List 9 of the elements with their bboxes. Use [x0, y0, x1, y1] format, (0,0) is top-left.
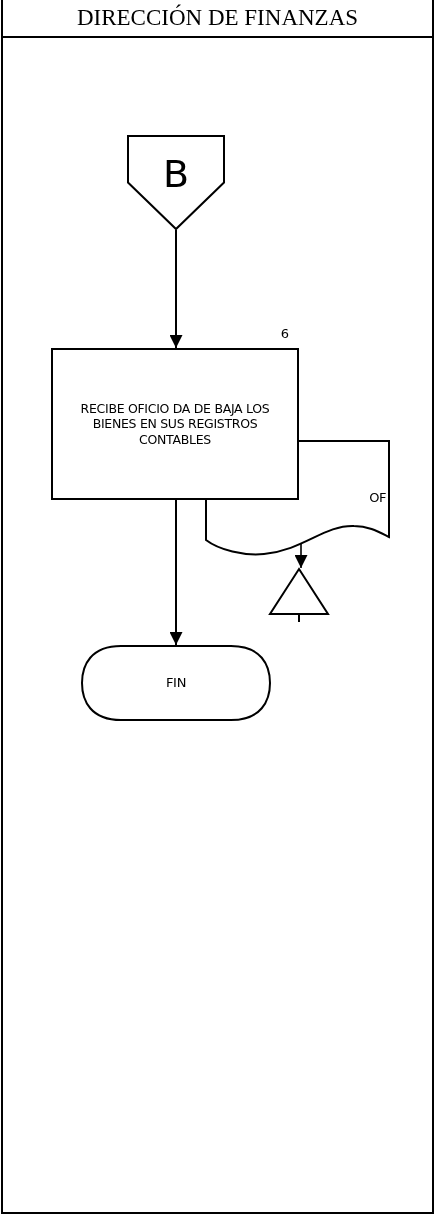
connector-letter: B — [162, 150, 190, 198]
arrow — [169, 499, 183, 646]
step-number: 6 — [280, 326, 289, 341]
arrow — [169, 229, 183, 349]
step-text: FIN — [164, 674, 188, 692]
lane-title: DIRECCIÓN DE FINANZAS — [76, 5, 359, 31]
arrow — [294, 543, 308, 569]
step-text: RECIBE OFICIO DA DE BAJA LOS BIENES EN SUS REGISTROS CONTABLES — [79, 400, 271, 448]
document-label: OF — [369, 490, 386, 505]
